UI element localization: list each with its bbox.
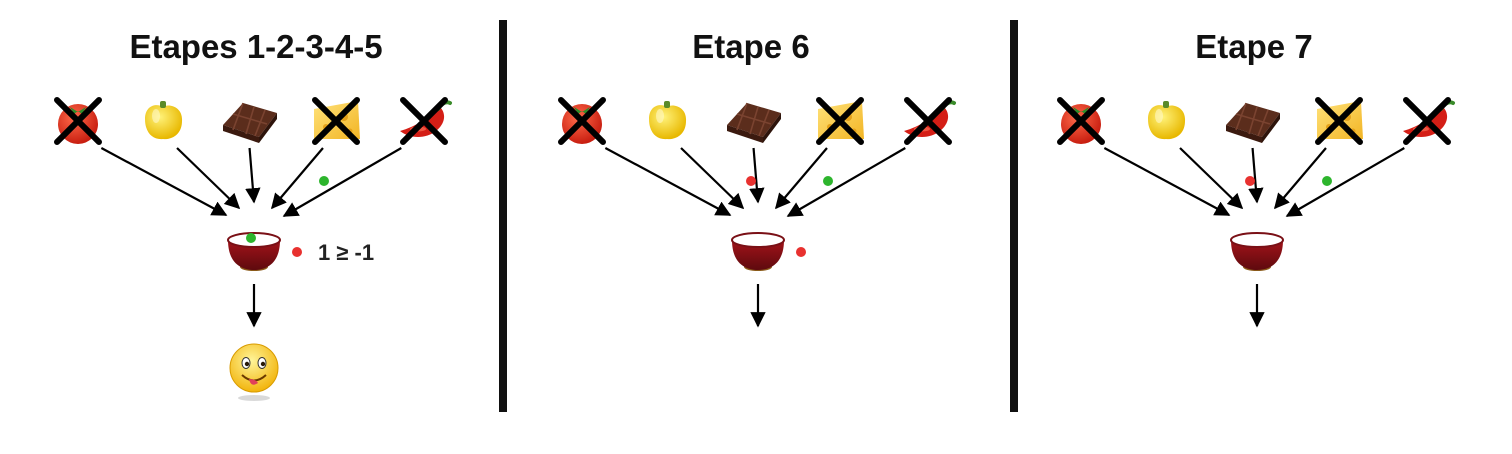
inequality-label: 1 ≥ -1 <box>318 240 375 265</box>
green-dot-in-bowl <box>246 233 256 243</box>
panel-step-7 <box>1057 97 1455 328</box>
chili-pepper-icon <box>904 97 956 145</box>
chocolate-icon <box>223 102 277 143</box>
bowl-icon <box>227 232 281 271</box>
arrow-to-bowl <box>775 147 828 210</box>
arrow-to-bowl <box>604 147 732 216</box>
cross-mark <box>1315 97 1363 145</box>
arrow-to-bowl <box>786 147 906 217</box>
bowl-icon <box>731 232 785 271</box>
cross-mark <box>54 97 102 145</box>
panel-title-step-6: Etape 6 <box>692 28 810 65</box>
panel-title-step-7: Etape 7 <box>1195 28 1313 65</box>
red-dot <box>746 176 756 186</box>
green-dot <box>319 176 329 186</box>
arrow-to-bowl <box>100 147 228 216</box>
green-dot <box>1322 176 1332 186</box>
yellow-pepper-icon <box>1148 101 1186 140</box>
smiley-yum-icon <box>229 343 279 401</box>
tomato-icon <box>1057 97 1105 145</box>
yellow-pepper-icon <box>145 101 183 140</box>
red-dot-beside-bowl <box>292 247 302 257</box>
green-dot <box>823 176 833 186</box>
panel-title-steps-1-5: Etapes 1-2-3-4-5 <box>129 28 383 65</box>
arrow-to-bowl <box>282 147 402 217</box>
chocolate-icon <box>727 102 781 143</box>
arrow-to-bowl <box>1285 147 1405 217</box>
arrow-to-bowl <box>1274 147 1327 210</box>
chili-pepper-icon <box>1403 97 1455 145</box>
cheese-icon <box>1315 97 1363 145</box>
red-dot <box>1245 176 1255 186</box>
cross-mark <box>816 97 864 145</box>
arrow-to-bowl <box>1179 147 1244 210</box>
arrow-to-bowl <box>1103 147 1231 216</box>
cross-mark <box>312 97 360 145</box>
bowl-icon <box>1230 232 1284 271</box>
arrow-to-bowl <box>271 147 324 210</box>
arrow-to-bowl <box>680 147 745 210</box>
arrow-to-bowl <box>245 147 261 204</box>
cross-mark <box>1403 97 1451 145</box>
panel-steps-1-5 <box>54 97 452 401</box>
cheese-icon <box>816 97 864 145</box>
arrow-to-bowl <box>176 147 241 210</box>
chili-pepper-icon <box>400 97 452 145</box>
arrow-to-bowl <box>749 147 765 204</box>
cross-mark <box>904 97 952 145</box>
cross-mark <box>400 97 448 145</box>
yellow-pepper-icon <box>649 101 687 140</box>
cross-mark <box>1057 97 1105 145</box>
chocolate-icon <box>1226 102 1280 143</box>
cheese-icon <box>312 97 360 145</box>
tomato-icon <box>558 97 606 145</box>
cross-mark <box>558 97 606 145</box>
panel-step-6 <box>558 97 956 328</box>
arrow-to-bowl <box>1248 147 1264 204</box>
tomato-icon <box>54 97 102 145</box>
red-dot-beside-bowl <box>796 247 806 257</box>
